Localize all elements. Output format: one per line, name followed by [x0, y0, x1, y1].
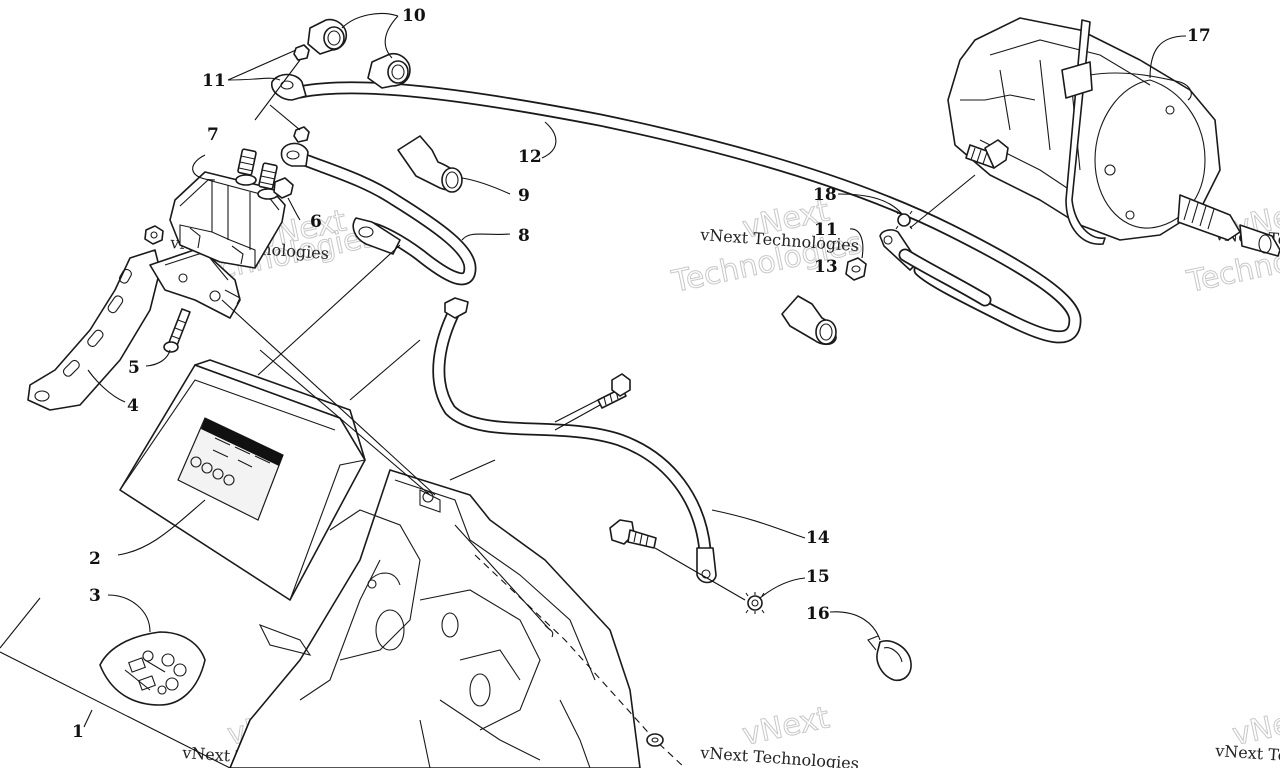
cable-starter [898, 248, 992, 307]
battery-strap [27, 249, 161, 411]
callout-label: 11 [814, 220, 838, 240]
callout-label: 18 [813, 185, 837, 205]
callout-label: 11 [202, 71, 226, 91]
bolt [597, 373, 631, 409]
callout-label: 13 [814, 257, 838, 277]
callout-label: 10 [402, 6, 426, 26]
nut [293, 44, 310, 61]
nut [845, 257, 867, 281]
watermark-vnext: vNext [739, 700, 832, 753]
callout-label: 8 [518, 226, 530, 246]
cable-short [280, 142, 477, 286]
callout-label: 7 [207, 125, 219, 145]
watermark-small: vNext Technologies [1214, 741, 1280, 768]
washer [646, 733, 664, 747]
screw [163, 308, 191, 353]
callout-label: 17 [1187, 26, 1211, 46]
watermark-small: vNext Technologies [699, 743, 860, 768]
star-washer [745, 592, 765, 614]
cable-positive [271, 73, 1082, 344]
callout-label: 15 [806, 567, 830, 587]
battery [119, 359, 366, 601]
starter-solenoid [169, 148, 294, 269]
nut [293, 126, 310, 143]
terminal-boot [397, 135, 463, 193]
lock-washer [895, 210, 913, 230]
callout-label: 9 [518, 186, 530, 206]
callouts: 1 2 3 4 5 6 7 8 9 10 11 11 12 13 14 15 1… [72, 6, 1211, 742]
callout-label: 2 [89, 549, 101, 569]
callout-label: 16 [806, 604, 830, 624]
hose-clamp [867, 635, 912, 682]
nut [144, 225, 164, 245]
leader-lines [0, 12, 1187, 768]
terminal-boot [307, 18, 348, 55]
callout-label: 6 [310, 212, 322, 232]
starter-motor [947, 17, 1280, 257]
terminal-boot [781, 295, 837, 346]
cable-ground [432, 297, 717, 584]
callout-label: 12 [518, 147, 542, 167]
callout-label: 1 [72, 722, 84, 742]
frame-chassis [229, 469, 641, 768]
terminal-boot [367, 52, 411, 89]
callout-label: 3 [89, 586, 101, 606]
bolt [609, 519, 657, 549]
callout-label: 14 [806, 528, 830, 548]
callout-label: 5 [128, 358, 140, 378]
hardware-kit [99, 631, 206, 706]
callout-label: 4 [127, 396, 139, 416]
